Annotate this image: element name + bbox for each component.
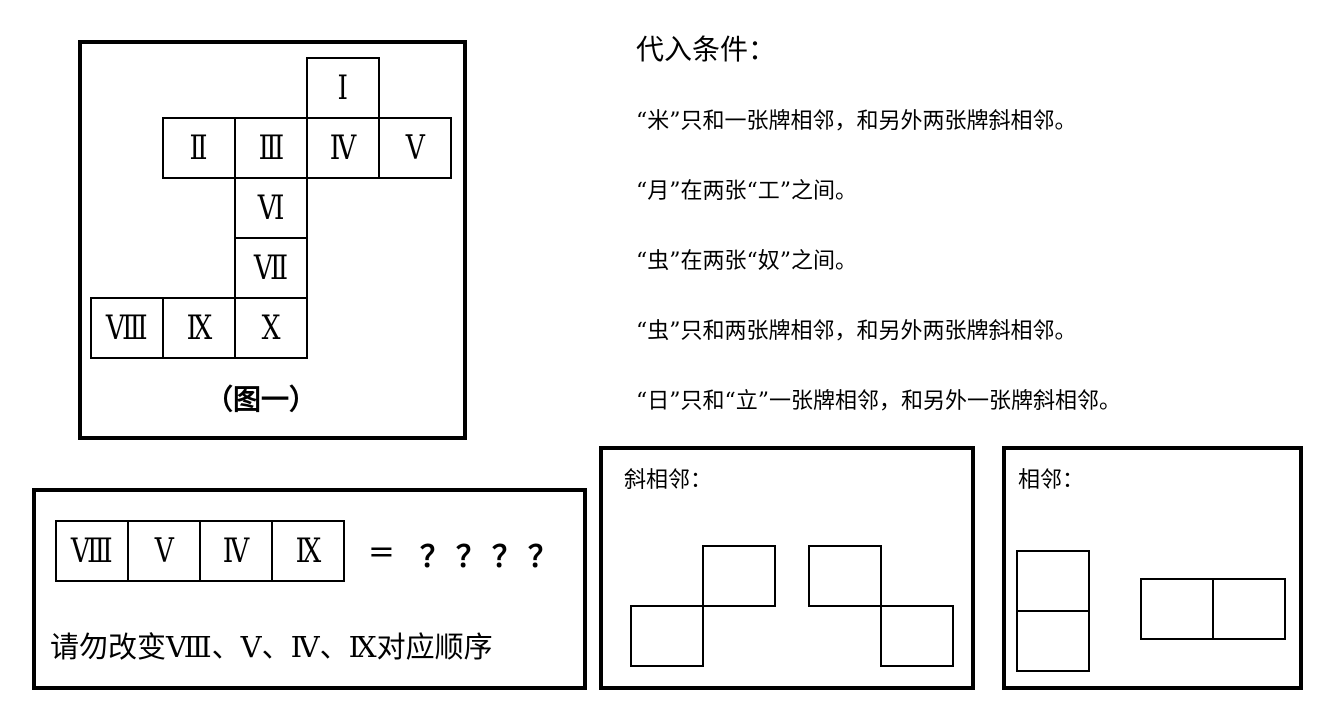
adjacent-square (1212, 578, 1286, 640)
diagonal-label: 斜相邻： (624, 468, 713, 493)
diagonal-square (808, 545, 882, 607)
cell-9: Ⅸ (162, 297, 236, 359)
adjacent-square (1140, 578, 1214, 640)
cell-6: Ⅵ (234, 177, 308, 239)
condition-2: “月”在两张“工”之间。 (636, 179, 857, 204)
cell-7: Ⅶ (234, 237, 308, 299)
conditions-title: 代入条件： (636, 33, 777, 66)
diagonal-panel (599, 446, 975, 690)
answer-cell-1: Ⅷ (55, 520, 129, 582)
cell-3: Ⅲ (234, 117, 308, 179)
cell-10: Ⅹ (234, 297, 308, 359)
condition-5: “日”只和“立”一张牌相邻，和另外一张牌斜相邻。 (636, 389, 1121, 414)
diagonal-square (702, 545, 776, 607)
cell-4: Ⅳ (306, 117, 380, 179)
adjacent-square (1016, 550, 1090, 612)
adjacent-label: 相邻： (1018, 468, 1085, 493)
answer-cell-3: Ⅳ (199, 520, 273, 582)
diagonal-square (630, 605, 704, 667)
adjacent-panel (1002, 446, 1303, 690)
answer-cell-4: Ⅸ (271, 520, 345, 582)
cell-2: Ⅱ (162, 117, 236, 179)
figure-caption: （图一） (205, 383, 318, 416)
answer-cell-2: Ⅴ (127, 520, 201, 582)
equals-sign: = (368, 532, 395, 570)
order-note: 请勿改变Ⅷ、Ⅴ、Ⅳ、Ⅸ对应顺序 (50, 630, 493, 664)
answer-unknowns: ？？？？ (420, 540, 564, 575)
cell-1: Ⅰ (306, 57, 380, 119)
cell-8: Ⅷ (90, 297, 164, 359)
condition-1: “米”只和一张牌相邻，和另外两张牌斜相邻。 (636, 109, 1077, 134)
diagonal-square (880, 605, 954, 667)
cell-5: Ⅴ (378, 117, 452, 179)
adjacent-square (1016, 610, 1090, 672)
condition-4: “虫”只和两张牌相邻，和另外两张牌斜相邻。 (636, 319, 1077, 344)
condition-3: “虫”在两张“奴”之间。 (636, 249, 857, 274)
